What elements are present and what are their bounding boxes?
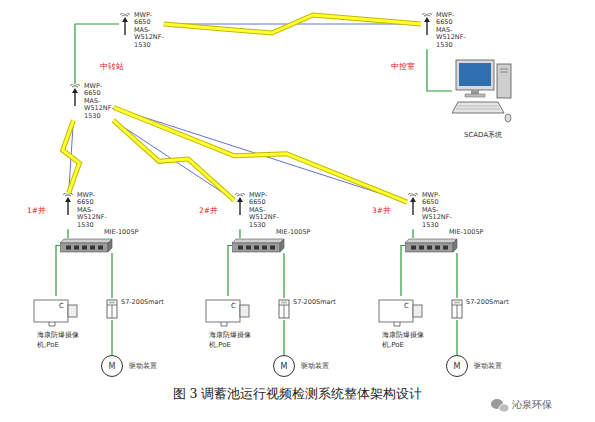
device-label: MWP-6650 MAS-W512NF-1530 (77, 192, 107, 229)
cable (401, 246, 405, 297)
cable (112, 253, 113, 298)
cable (284, 320, 285, 355)
cable (68, 229, 69, 238)
device-label: MWP-6650 MAS-W512NF-1530 (134, 12, 164, 49)
motor-circle: M 驱动装置 (101, 355, 157, 377)
device-label: MIE-1005P (449, 228, 483, 236)
device-label: 驱动装置 (474, 361, 502, 371)
switch-box: MIE-1005P (60, 238, 116, 253)
plc-box: S7-200Smart (278, 298, 336, 320)
computer: SCADA系统 (452, 58, 514, 124)
camera: C海康防爆摄像机,PoE (378, 296, 424, 328)
antenna-node: MWP-6650 MAS-W512NF-1530 (407, 193, 452, 229)
wireless-link (63, 120, 80, 193)
cable-line (67, 229, 68, 238)
antenna-node: MWP-6650 MAS-W512NF-1530 (234, 193, 279, 229)
bolt-fill (114, 108, 407, 203)
cable-line (56, 246, 60, 297)
device-label: 海康防爆摄像机,PoE (209, 331, 261, 351)
device-label: MWP-6650 MAS-W512NF-1530 (249, 192, 279, 229)
cable-line (401, 246, 405, 297)
bolt-edge (63, 120, 80, 193)
wechat-icon (491, 399, 509, 412)
cable-line (111, 253, 112, 298)
cable-line (111, 320, 112, 355)
bolt-fill (63, 120, 80, 193)
motor-symbol: M (109, 362, 116, 371)
station-name: 中控室 (391, 62, 415, 72)
station-name: 2#井 (199, 206, 218, 216)
device-label: C (231, 302, 236, 310)
wireless-link (164, 15, 421, 33)
cable (427, 49, 452, 91)
watermark: 沁泉环保 (512, 398, 552, 412)
motor-circle: M 驱动装置 (273, 355, 329, 377)
device-label: C (59, 302, 64, 310)
device-label: MWP-6650 MAS-W512NF-1530 (436, 12, 466, 49)
device-label: MIE-1005P (276, 228, 310, 236)
device-label: MIE-1005P (104, 228, 138, 236)
cable (457, 320, 458, 355)
device-label: 海康防爆摄像机,PoE (382, 331, 434, 351)
station-name: 3#井 (372, 206, 391, 216)
device-label: MWP-6650 MAS-W512NF-1530 (422, 192, 452, 229)
plc-box: S7-200Smart (106, 298, 164, 320)
camera: C海康防爆摄像机,PoE (33, 296, 79, 328)
cable-line (75, 24, 119, 84)
switch-box: MIE-1005P (405, 238, 461, 253)
bolt-fill (164, 15, 421, 33)
cable-line (283, 320, 284, 355)
device-label: 海康防爆摄像机,PoE (37, 331, 89, 351)
cable (112, 320, 113, 355)
cable-line (228, 246, 232, 297)
cable (240, 229, 241, 238)
bolt-edge (164, 15, 421, 33)
signal-line (114, 108, 407, 203)
cable (75, 24, 119, 84)
antenna-node: MWP-6650 MAS-W512NF-1530 (421, 13, 466, 49)
device-label: C (404, 302, 409, 310)
cable-line (412, 229, 413, 238)
device-label: SCADA系统 (464, 130, 502, 140)
station-name: 中转站 (100, 62, 124, 72)
device-label: S7-200Smart (121, 298, 164, 306)
bolt-edge (114, 108, 407, 203)
device-label: 驱动装置 (301, 361, 329, 371)
switch-box: MIE-1005P (232, 238, 288, 253)
motor-outline: M (446, 355, 468, 377)
antenna-node: MWP-6650 MAS-W512NF-1530 (69, 84, 114, 120)
motor-circle: M 驱动装置 (446, 355, 502, 377)
cable (56, 246, 60, 297)
cable (457, 253, 458, 298)
cable (284, 253, 285, 298)
cable (228, 246, 232, 297)
cable-line (283, 253, 284, 298)
station-name: 1#井 (27, 206, 46, 216)
motor-outline: M (101, 355, 123, 377)
motor-outline: M (273, 355, 295, 377)
plc-box: S7-200Smart (451, 298, 509, 320)
figure-caption: 图 3 调蓄池运行视频检测系统整体架构设计 (0, 386, 595, 403)
cable (413, 229, 414, 238)
device-label: 驱动装置 (129, 361, 157, 371)
cable-line (239, 229, 240, 238)
antenna-node: MWP-6650 MAS-W512NF-1530 (119, 13, 164, 49)
motor-symbol: M (281, 362, 288, 371)
device-label: S7-200Smart (466, 298, 509, 306)
wireless-link (114, 108, 407, 203)
device-label: S7-200Smart (293, 298, 336, 306)
cable-line (427, 49, 452, 91)
device-label: MWP-6650 MAS-W512NF-1530 (84, 83, 114, 120)
cable-line (456, 253, 457, 298)
antenna-node: MWP-6650 MAS-W512NF-1530 (62, 193, 107, 229)
motor-symbol: M (454, 362, 461, 371)
cable-line (456, 320, 457, 355)
camera: C海康防爆摄像机,PoE (205, 296, 251, 328)
